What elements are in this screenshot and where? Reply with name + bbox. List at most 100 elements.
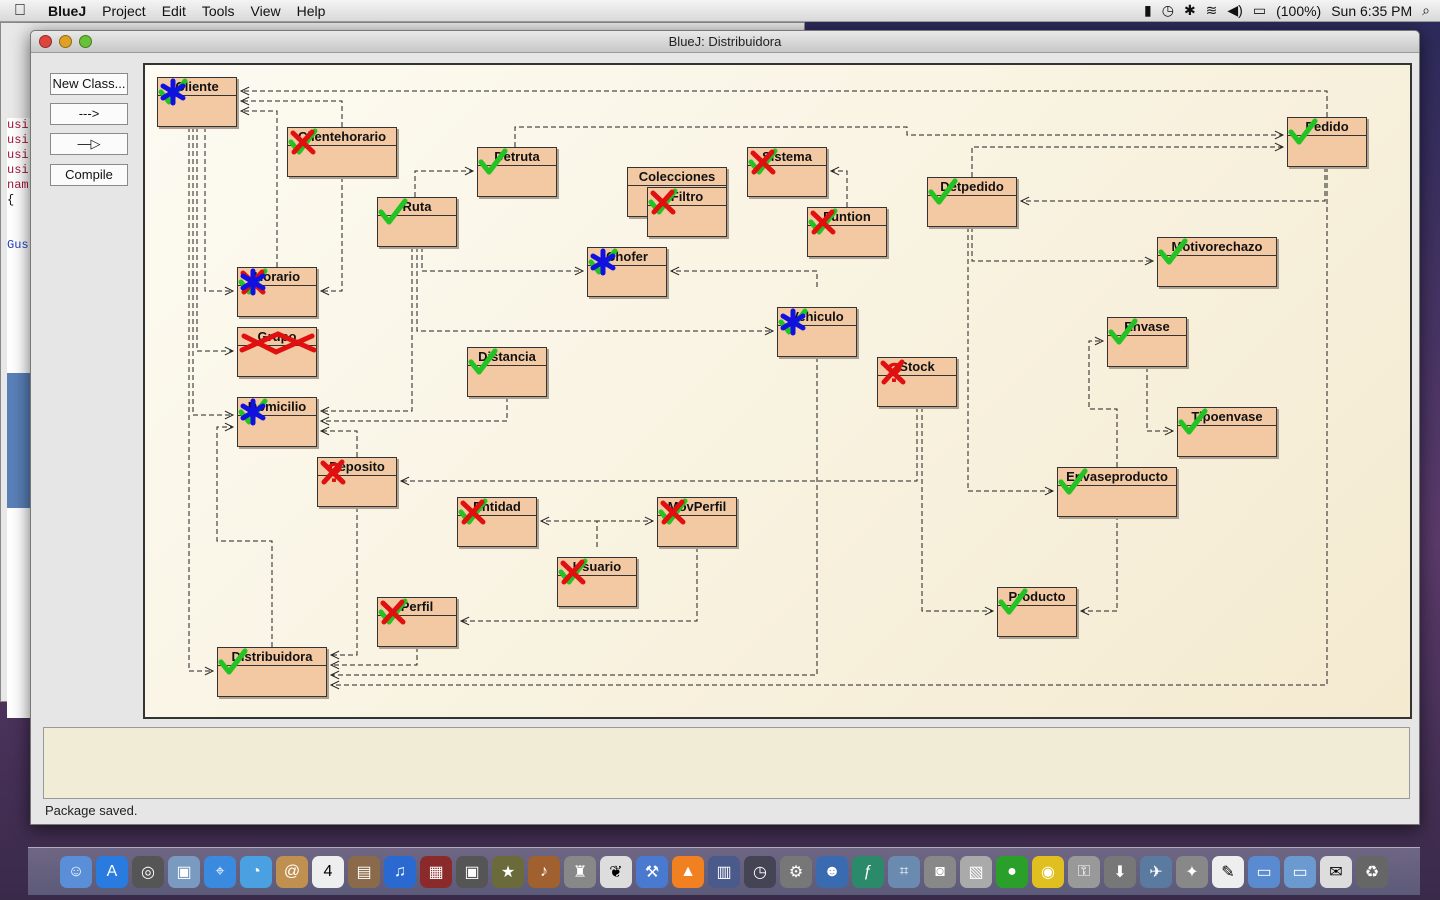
wifi-icon[interactable]: ≋: [1205, 2, 1218, 18]
deposito-to-domicilio[interactable]: [321, 430, 358, 457]
inheritance-arrow-button[interactable]: —▷: [50, 133, 128, 155]
safari-icon[interactable]: ⌖: [204, 855, 236, 888]
messenger-icon[interactable]: ☻: [816, 855, 848, 888]
apple-menu-icon[interactable]: : [0, 2, 40, 20]
distancia-to-domicilio[interactable]: [321, 397, 508, 422]
pedido-to-distribuidora[interactable]: [331, 167, 1328, 686]
class-clientehorario[interactable]: Clientehorario: [287, 127, 397, 177]
volume-icon[interactable]: ◀): [1227, 2, 1243, 18]
vlc-icon[interactable]: ▲: [672, 855, 704, 888]
usuario-to-movperfil[interactable]: [596, 520, 653, 547]
menu-project[interactable]: Project: [102, 2, 146, 19]
detruta-to-pedido[interactable]: [514, 126, 1283, 147]
cyberduck-icon[interactable]: ✈: [1140, 855, 1172, 888]
class-detruta[interactable]: Detruta: [477, 147, 557, 197]
deposito-to-distribuidora[interactable]: [331, 507, 358, 656]
class-motivorechazo[interactable]: Motivorechazo: [1157, 237, 1277, 287]
image-capture-icon[interactable]: ◙: [924, 855, 956, 888]
itunes-icon[interactable]: ♫: [384, 855, 416, 888]
window-titlebar[interactable]: BlueJ: Distribuidora: [31, 31, 1419, 53]
cliente-to-distribuidora[interactable]: [188, 127, 213, 672]
ruta-to-detruta[interactable]: [414, 170, 473, 197]
class-distancia[interactable]: Distancia: [467, 347, 547, 397]
stock-to-producto[interactable]: [921, 407, 993, 612]
ruta-to-chofer[interactable]: [421, 247, 583, 272]
camtasia-icon[interactable]: ●: [996, 855, 1028, 888]
class-funtion[interactable]: Funtion: [807, 207, 887, 257]
minimize-window-button[interactable]: [59, 35, 72, 48]
iphoto-icon[interactable]: ▤: [348, 855, 380, 888]
envase-to-tipoenvase[interactable]: [1146, 367, 1173, 432]
preview-icon[interactable]: ▣: [168, 855, 200, 888]
close-window-button[interactable]: [39, 35, 52, 48]
time-machine-icon[interactable]: ◷: [1161, 2, 1174, 18]
class-stock[interactable]: Stock?: [877, 357, 957, 407]
cliente-to-grupo[interactable]: [196, 127, 233, 352]
virtual-machine-icon[interactable]: ▥: [708, 855, 740, 888]
automator-icon[interactable]: ♜: [564, 855, 596, 888]
class-vehiculo[interactable]: Vehiculo: [777, 307, 857, 357]
pedido-to-detpedido[interactable]: [1021, 167, 1326, 202]
bird-icon[interactable]: ✦: [1176, 855, 1208, 888]
detpedido-to-envaseproducto[interactable]: [967, 227, 1053, 492]
class-tipoenvase[interactable]: Tipoenvase: [1177, 407, 1277, 457]
menu-app-name[interactable]: BlueJ: [48, 2, 87, 19]
vehiculo-to-distribuidora[interactable]: [331, 357, 818, 676]
imovie-icon[interactable]: ★: [492, 855, 524, 888]
fv-icon[interactable]: ƒ: [852, 855, 884, 888]
documents-folder-icon[interactable]: ▭: [1284, 855, 1316, 888]
class-domicilio[interactable]: Domicilio: [237, 397, 317, 447]
spotlight-search-icon[interactable]: ⌕: [1422, 2, 1430, 18]
keychain-icon[interactable]: ⚿: [1068, 855, 1100, 888]
app-store-icon[interactable]: A: [96, 855, 128, 888]
menu-view[interactable]: View: [250, 2, 281, 19]
zoom-window-button[interactable]: [79, 35, 92, 48]
detpedido-to-pedido[interactable]: [971, 146, 1283, 177]
class-distribuidora[interactable]: Distribuidora: [217, 647, 327, 697]
dashboard-icon[interactable]: ◎: [132, 855, 164, 888]
class-grupo[interactable]: Grupo: [237, 327, 317, 377]
menu-edit[interactable]: Edit: [161, 2, 186, 19]
trash-icon[interactable]: ♻: [1356, 855, 1388, 888]
class-deposito[interactable]: Deposito?: [317, 457, 397, 507]
textedit-icon[interactable]: ✎: [1212, 855, 1244, 888]
photo-booth-icon[interactable]: ▣: [456, 855, 488, 888]
class-envaseproducto[interactable]: Envaseproducto: [1057, 467, 1177, 517]
photo-icon[interactable]: ▧: [960, 855, 992, 888]
ical-icon[interactable]: 4: [312, 855, 344, 888]
funtion-to-sistema[interactable]: [831, 170, 848, 207]
stock-to-deposito[interactable]: [401, 407, 918, 482]
installer-icon[interactable]: ⬇: [1104, 855, 1136, 888]
detpedido-to-motivorechazo[interactable]: [971, 227, 1153, 262]
ichat-icon[interactable]: ◔: [240, 855, 272, 888]
phone-icon[interactable]: ▮: [1144, 2, 1152, 18]
class-envase[interactable]: Envase: [1107, 317, 1187, 367]
menu-tools[interactable]: Tools: [201, 2, 235, 19]
ruta-to-domicilio[interactable]: [321, 247, 413, 412]
class-pedido[interactable]: Pedido: [1287, 117, 1367, 167]
perfil-to-distribuidora[interactable]: [331, 647, 418, 666]
menu-help[interactable]: Help: [296, 2, 326, 19]
usuario-to-entidad[interactable]: [541, 520, 598, 547]
class-sistema[interactable]: Sistema: [747, 147, 827, 197]
cliente-to-horario[interactable]: [204, 127, 233, 292]
time-machine-dock-icon[interactable]: ◷: [744, 855, 776, 888]
vehiculo-to-chofer[interactable]: [671, 270, 818, 287]
clientehorario-to-horario[interactable]: [321, 177, 343, 292]
ruta-to-vehiculo[interactable]: [416, 247, 773, 332]
pedido-to-cliente[interactable]: [241, 90, 1328, 117]
clock[interactable]: Sun 6:35 PM: [1331, 2, 1413, 19]
class-chofer[interactable]: Chofer: [587, 247, 667, 297]
finder-icon[interactable]: ☺: [60, 855, 92, 888]
address-book-icon[interactable]: @: [276, 855, 308, 888]
movperfil-to-perfil[interactable]: [461, 547, 698, 622]
front-row-icon[interactable]: ▦: [420, 855, 452, 888]
class-movperfil[interactable]: MovPerfil: [657, 497, 737, 547]
system-preferences-icon[interactable]: ⚙: [780, 855, 812, 888]
gimp-icon[interactable]: ❦: [600, 855, 632, 888]
xcode-icon[interactable]: ⚒: [636, 855, 668, 888]
bluetooth-icon[interactable]: ✱: [1183, 2, 1196, 18]
battery-percent[interactable]: (100%): [1276, 2, 1322, 19]
battery-icon[interactable]: ▭: [1252, 2, 1267, 18]
